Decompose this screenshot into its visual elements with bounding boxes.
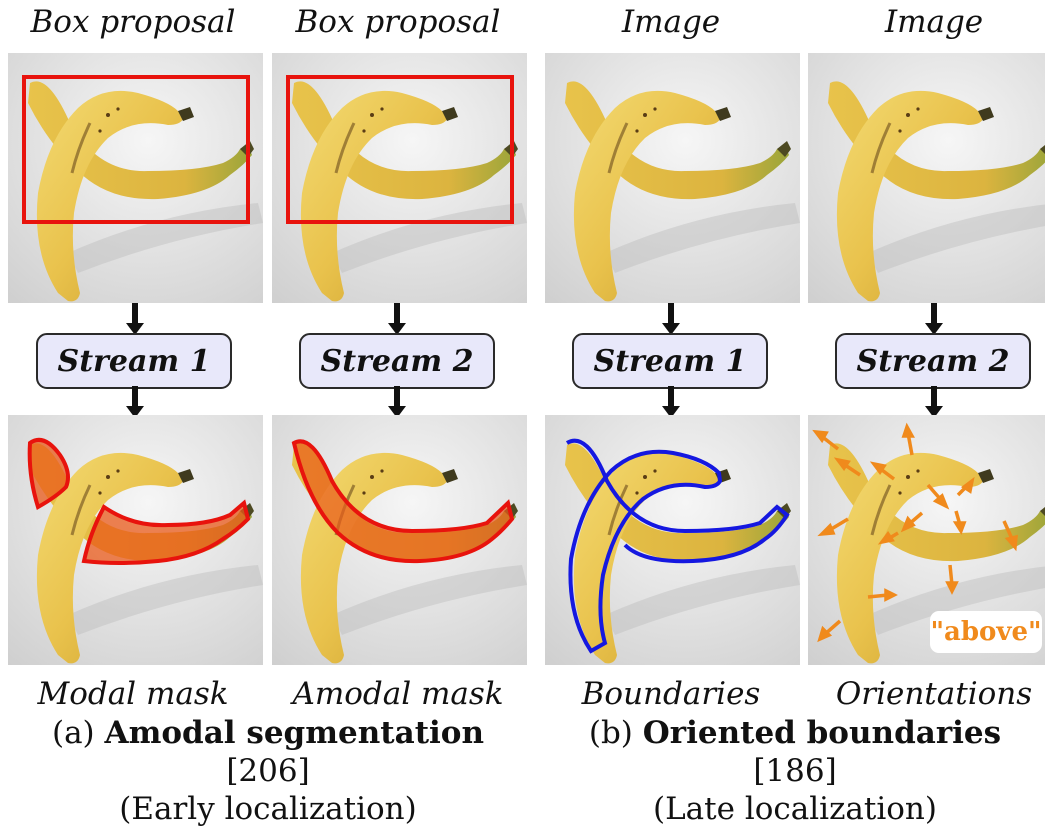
boundaries-label: Boundaries bbox=[581, 676, 761, 712]
down-arrow-icon bbox=[388, 303, 406, 335]
modal-mask-image bbox=[8, 415, 263, 665]
boundary-back-banana bbox=[565, 438, 790, 564]
caption-a-line-1: (a) Amodal segmentation [206] bbox=[18, 714, 518, 790]
down-arrow-icon bbox=[662, 386, 680, 418]
stream-1-box: Stream 1 bbox=[36, 333, 232, 389]
down-arrow-icon bbox=[126, 303, 144, 335]
caption-b-ref: [186] bbox=[753, 753, 837, 789]
caption-b: (b) Oriented boundaries [186] (Late loca… bbox=[545, 714, 1045, 828]
orientations-label: Orientations bbox=[835, 676, 1033, 712]
modal-mask-right bbox=[81, 499, 251, 565]
above-badge: "above" bbox=[930, 611, 1042, 653]
input-image-3 bbox=[545, 53, 800, 303]
box-proposal-rect bbox=[22, 75, 250, 224]
caption-b-title: Oriented boundaries bbox=[642, 715, 1002, 751]
column-1-top-label: Box proposal bbox=[30, 4, 236, 40]
box-proposal-rect bbox=[286, 75, 514, 224]
boundaries-image bbox=[545, 415, 800, 665]
box-proposal-image-1 bbox=[8, 53, 263, 303]
caption-a-prefix: (a) bbox=[51, 715, 105, 751]
caption-b-line-1: (b) Oriented boundaries [186] bbox=[545, 714, 1045, 790]
down-arrow-icon bbox=[925, 303, 943, 335]
down-arrow-icon bbox=[925, 386, 943, 418]
caption-a: (a) Amodal segmentation [206] (Early loc… bbox=[18, 714, 518, 828]
modal-mask-label: Modal mask bbox=[37, 676, 229, 712]
modal-mask-left bbox=[27, 438, 70, 510]
stream-1-box: Stream 1 bbox=[572, 333, 768, 389]
orientations-image bbox=[808, 415, 1045, 665]
boundary-front-banana bbox=[568, 449, 723, 654]
box-proposal-image-2 bbox=[272, 53, 527, 303]
down-arrow-icon bbox=[126, 386, 144, 418]
column-3-top-label: Image bbox=[621, 4, 721, 40]
column-4-top-label: Image bbox=[884, 4, 984, 40]
input-image-4 bbox=[808, 53, 1045, 303]
caption-a-title: Amodal segmentation bbox=[104, 715, 485, 751]
amodal-mask-image bbox=[272, 415, 527, 665]
caption-b-prefix: (b) bbox=[588, 715, 643, 751]
caption-a-ref: [206] bbox=[226, 753, 310, 789]
stream-2-box: Stream 2 bbox=[835, 333, 1031, 389]
amodal-mask-label: Amodal mask bbox=[292, 676, 504, 712]
down-arrow-icon bbox=[662, 303, 680, 335]
orientation-arrows bbox=[812, 422, 1018, 643]
down-arrow-icon bbox=[388, 386, 406, 418]
stream-2-box: Stream 2 bbox=[299, 333, 495, 389]
column-2-top-label: Box proposal bbox=[295, 4, 501, 40]
amodal-mask bbox=[291, 439, 515, 564]
